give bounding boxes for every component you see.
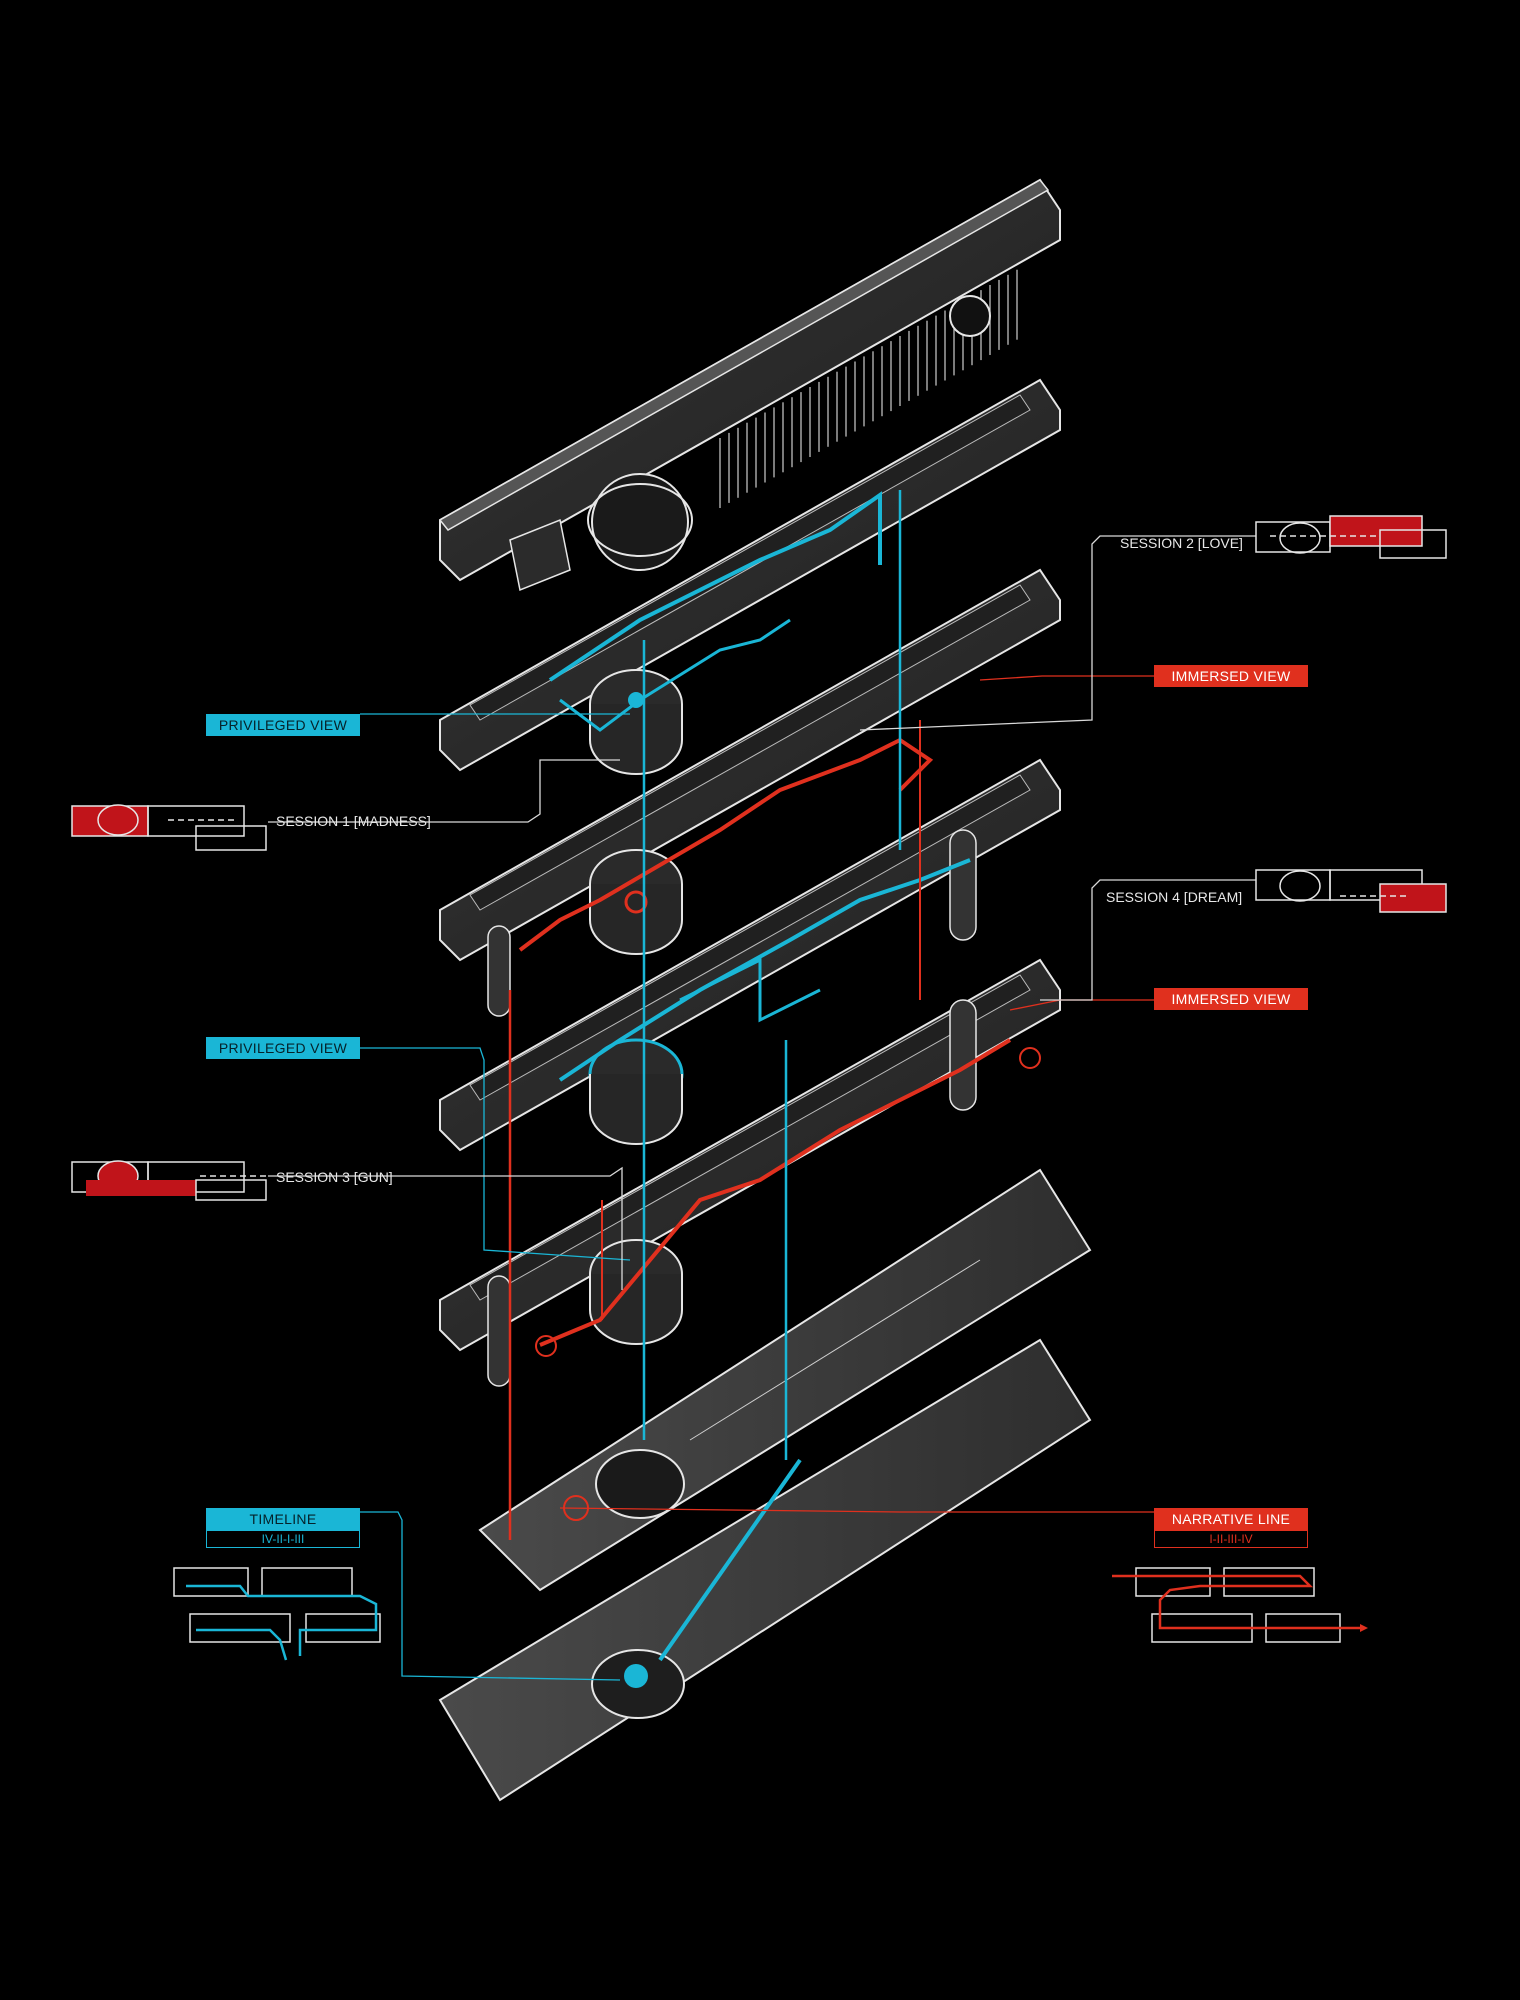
privileged-view-label-1: PRIVILEGED VIEW — [206, 714, 360, 736]
narrative-sequence: I-II-III-IV — [1154, 1530, 1308, 1548]
plan-session-4 — [1255, 869, 1447, 913]
privileged-path-level-2 — [548, 491, 882, 682]
session-4-label: SESSION 4 [DREAM] — [1106, 889, 1243, 905]
timeline-sequence: IV-II-I-III — [206, 1530, 360, 1548]
narrative-plan — [1112, 1567, 1368, 1643]
session-2-label: SESSION 2 [LOVE] — [1120, 535, 1243, 551]
leader-lines — [268, 535, 1256, 1681]
roof-louvers — [719, 269, 1018, 508]
level-session-1 — [439, 568, 1061, 1017]
narrative-line-label: NARRATIVE LINE — [1154, 1508, 1308, 1530]
privileged-view-label-2: PRIVILEGED VIEW — [206, 1037, 360, 1059]
immersed-view-label-1: IMMERSED VIEW — [1154, 665, 1308, 687]
level-roof-slab — [438, 178, 1061, 592]
timeline-plan — [173, 1567, 381, 1661]
plan-session-1 — [71, 804, 267, 851]
level-base — [438, 1338, 1092, 1802]
roof-cylinder — [591, 473, 689, 571]
level-session-3 — [439, 958, 1061, 1387]
session-1-label: SESSION 1 [MADNESS] — [276, 813, 431, 829]
vertical-connectors — [508, 490, 921, 1540]
timeline-label: TIMELINE — [206, 1508, 360, 1530]
level-session-4 — [439, 758, 1061, 1152]
plan-session-2 — [1255, 515, 1447, 559]
level-session-2 — [439, 378, 1061, 775]
session-3-label: SESSION 3 [GUN] — [276, 1169, 393, 1185]
immersed-path-level-5 — [539, 1038, 1012, 1347]
roof-oculus — [949, 295, 991, 337]
immersed-view-label-2: IMMERSED VIEW — [1154, 988, 1308, 1010]
plan-session-3 — [71, 1160, 267, 1201]
